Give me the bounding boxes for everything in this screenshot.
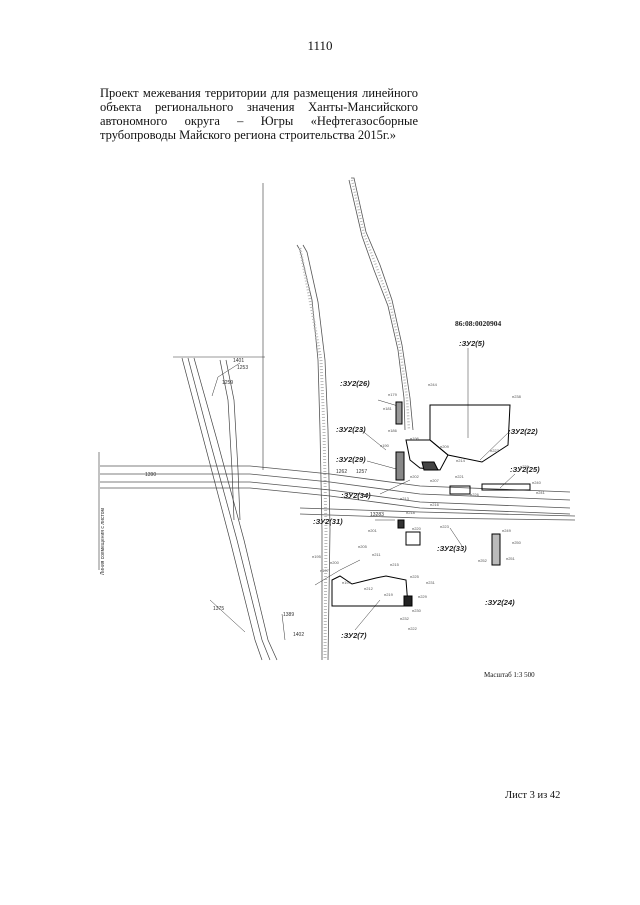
plot-label-26: :ЗУ2(26) (340, 379, 370, 388)
svg-text:н251: н251 (506, 556, 516, 561)
parcel-5 (429, 404, 511, 463)
svg-text:н213: н213 (400, 496, 410, 501)
map-scale: Масштаб 1:3 500 (484, 671, 535, 679)
svg-text:н244: н244 (428, 382, 438, 387)
svg-text:н186: н186 (388, 428, 398, 433)
lot-1389: 1389 (283, 612, 294, 618)
svg-text:н229: н229 (418, 594, 428, 599)
svg-text:н223: н223 (440, 524, 450, 529)
svg-text:н241: н241 (536, 490, 546, 495)
svg-text:н249: н249 (502, 528, 512, 533)
pipelines (181, 357, 278, 661)
svg-text:н207: н207 (430, 478, 440, 483)
svg-text:н209: н209 (440, 444, 450, 449)
svg-text:н252: н252 (478, 558, 488, 563)
plot-label-7: :ЗУ2(7) (341, 631, 367, 640)
svg-text:н219: н219 (384, 592, 394, 597)
svg-text:н218: н218 (406, 510, 416, 515)
point-labels: н244 н238 н179 н181 н186 н190 н196 н209 … (312, 382, 546, 631)
parcel-25 (481, 483, 531, 491)
plot-label-31: :ЗУ2(31) (313, 517, 343, 526)
plot-label-29: :ЗУ2(29) (336, 455, 366, 464)
parcel-7-notch (403, 595, 413, 607)
parcel-34 (449, 485, 471, 495)
parcel-7 (331, 575, 409, 607)
lot-1375: 1375 (213, 606, 224, 612)
svg-text:н240: н240 (532, 480, 542, 485)
parcel-24 (491, 533, 501, 566)
lot-13283: 13283 (370, 512, 384, 518)
svg-text:н211: н211 (372, 552, 381, 557)
svg-text:н196: н196 (410, 436, 420, 441)
svg-text:н231: н231 (426, 580, 436, 585)
plot-label-23: :ЗУ2(23) (336, 425, 366, 434)
lot-1253: 1253 (237, 365, 248, 371)
svg-text:н232: н232 (400, 616, 410, 621)
svg-text:н214: н214 (456, 458, 466, 463)
road-north-fill (350, 179, 411, 431)
svg-text:н236: н236 (520, 464, 530, 469)
svg-text:н201: н201 (368, 528, 378, 533)
plot-label-22: :ЗУ2(22) (508, 427, 538, 436)
lot-1402: 1402 (293, 632, 304, 638)
plot-label-25: :ЗУ2(25) (510, 465, 540, 474)
parcel-26 (395, 401, 403, 425)
svg-text:н216: н216 (430, 502, 440, 507)
svg-text:н212: н212 (364, 586, 374, 591)
svg-text:н179: н179 (388, 392, 398, 397)
lot-1390: 1390 (145, 472, 156, 478)
sheet-join-line-label: Линия совмещения с листом (100, 508, 106, 575)
parcel-22b (421, 461, 439, 471)
svg-text:н238: н238 (512, 394, 522, 399)
svg-text:н220: н220 (412, 526, 422, 531)
parcel-29 (395, 451, 405, 481)
svg-text:н205: н205 (358, 544, 368, 549)
svg-text:н195: н195 (312, 554, 322, 559)
svg-text:н199: н199 (342, 580, 352, 585)
plot-label-34: :ЗУ2(34) (341, 491, 371, 500)
boundary-lines (98, 183, 265, 570)
document-title: Проект межевания территории для размещен… (100, 86, 418, 142)
leader-lines (209, 348, 516, 641)
parcel-33 (405, 531, 421, 546)
lot-1262: 1262 (336, 469, 347, 475)
svg-text:н190: н190 (380, 443, 390, 448)
svg-text:н221: н221 (455, 474, 465, 479)
svg-text:н197: н197 (320, 568, 330, 573)
plot-label-33: :ЗУ2(33) (437, 544, 467, 553)
svg-text:н181: н181 (383, 406, 393, 411)
svg-text:н226: н226 (470, 492, 480, 497)
parcels (331, 401, 531, 607)
svg-text:н215: н215 (390, 562, 400, 567)
svg-text:н202: н202 (410, 474, 420, 479)
parcel-22 (405, 439, 449, 471)
road-vertical (296, 244, 331, 661)
quarter-code: 86:08:0020904 (455, 319, 501, 328)
parcel-31 (397, 519, 405, 529)
svg-text:н222: н222 (408, 626, 418, 631)
svg-text:н230: н230 (412, 608, 422, 613)
sheet-number: Лист 3 из 42 (505, 790, 561, 801)
page-number: 1110 (307, 38, 333, 53)
lot-1259: 1259 (222, 380, 233, 386)
svg-text:н200: н200 (330, 560, 340, 565)
svg-text:н225: н225 (410, 574, 420, 579)
plot-label-24: :ЗУ2(24) (485, 598, 515, 607)
lot-1401: 1401 (233, 358, 244, 364)
plot-label-5: :ЗУ2(5) (459, 339, 485, 348)
svg-text:н227: н227 (490, 448, 500, 453)
lot-1257: 1257 (356, 469, 367, 475)
road-north (348, 177, 414, 431)
svg-text:н250: н250 (512, 540, 522, 545)
